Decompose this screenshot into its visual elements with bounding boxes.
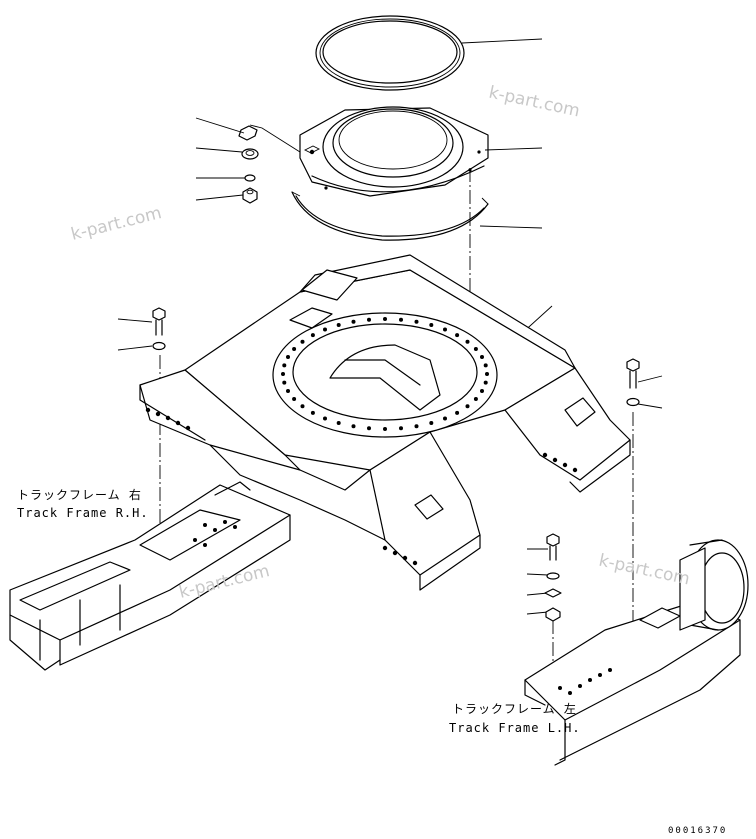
ring-bolt-hole	[399, 317, 403, 322]
track-frame-rh-label-jp: トラックフレーム 右	[17, 488, 142, 502]
ring-bolt-hole	[351, 319, 356, 324]
ring-bolt-hole	[323, 327, 327, 332]
ring-bolt-hole	[480, 355, 484, 359]
ring-bolt-hole	[292, 397, 297, 401]
bolts-and-washers	[152, 307, 640, 622]
ring-bolt-hole	[351, 424, 356, 429]
ring-bolt-hole	[429, 421, 434, 425]
ring-bolt-hole	[483, 363, 488, 368]
track-frame-rh	[9, 481, 291, 671]
track-frame-lh-label-jp: トラックフレーム 左	[452, 702, 577, 716]
ring-bolt-hole	[292, 347, 297, 351]
ring-bolt-hole	[310, 333, 315, 338]
left-fastener-stack	[238, 124, 301, 204]
swing-circle-flange	[299, 106, 489, 197]
lower-seal	[291, 191, 489, 241]
ring-bolt-hole	[465, 339, 470, 344]
ring-bolt-hole	[414, 424, 419, 429]
carbody-frame	[139, 254, 631, 591]
ring-bolt-hole	[282, 363, 287, 368]
ring-bolt-hole	[300, 404, 305, 409]
ring-bolt-holes	[281, 317, 489, 431]
ring-bolt-hole	[399, 426, 403, 431]
ring-bolt-hole	[310, 410, 315, 415]
ring-bolt-hole	[473, 397, 478, 401]
ring-bolt-hole	[465, 404, 470, 409]
ring-bolt-hole	[485, 372, 489, 376]
ring-bolt-hole	[367, 426, 371, 431]
beam-bolt-holes	[145, 407, 578, 566]
ring-bolt-hole	[455, 410, 460, 415]
ring-bolt-hole	[455, 333, 460, 338]
ring-bolt-hole	[483, 380, 488, 385]
figure-code: 00016370	[668, 826, 728, 836]
ring-bolt-hole	[300, 339, 305, 344]
ring-bolt-hole	[336, 323, 341, 327]
track-frame-lh	[524, 539, 749, 766]
ring-bolt-hole	[383, 317, 387, 321]
ring-bolt-hole	[443, 416, 447, 421]
ring-bolt-hole	[286, 389, 290, 393]
ring-bolt-hole	[281, 372, 285, 376]
ring-bolt-hole	[367, 317, 371, 322]
ring-bolt-hole	[443, 327, 447, 332]
ring-bolt-hole	[414, 319, 419, 324]
ring-bolt-hole	[336, 421, 341, 425]
ring-bolt-hole	[286, 355, 290, 359]
track-frame-lh-label-en: Track Frame L.H.	[449, 721, 581, 735]
ring-bolt-hole	[383, 427, 387, 431]
ring-bolt-hole	[480, 389, 484, 393]
track-frame-rh-label-en: Track Frame R.H.	[17, 506, 149, 520]
ring-bolt-hole	[429, 323, 434, 327]
seal-ring	[315, 15, 465, 91]
ring-bolt-hole	[473, 347, 478, 351]
ring-bolt-hole	[323, 416, 327, 421]
ring-bolt-hole	[282, 380, 287, 385]
